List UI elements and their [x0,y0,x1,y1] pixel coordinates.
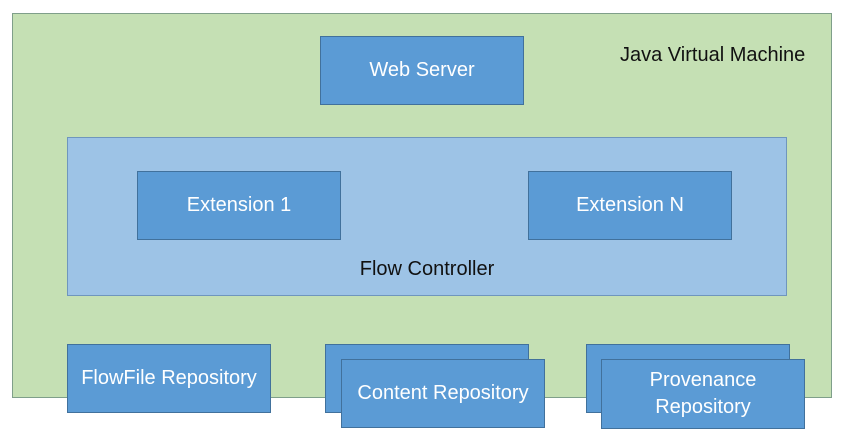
extension-n-label: Extension N [576,194,684,216]
extension-n-box: Extension N [528,171,732,240]
extension-1-box: Extension 1 [137,171,341,240]
flowfile-repository-label: FlowFile Repository [81,367,257,389]
flow-controller-label: Flow Controller [359,258,495,280]
content-repository-label: Content Repository [357,382,529,404]
web-server-box: Web Server [320,36,524,105]
web-server-label: Web Server [369,59,475,81]
content-repository-box: Content Repository [341,359,545,428]
provenance-repository-label: Provenance Repository [649,369,757,418]
flowfile-repository-box: FlowFile Repository [67,344,271,413]
extension-1-label: Extension 1 [186,194,292,216]
provenance-repository-box: Provenance Repository [601,359,805,429]
jvm-label: Java Virtual Machine [620,44,806,66]
